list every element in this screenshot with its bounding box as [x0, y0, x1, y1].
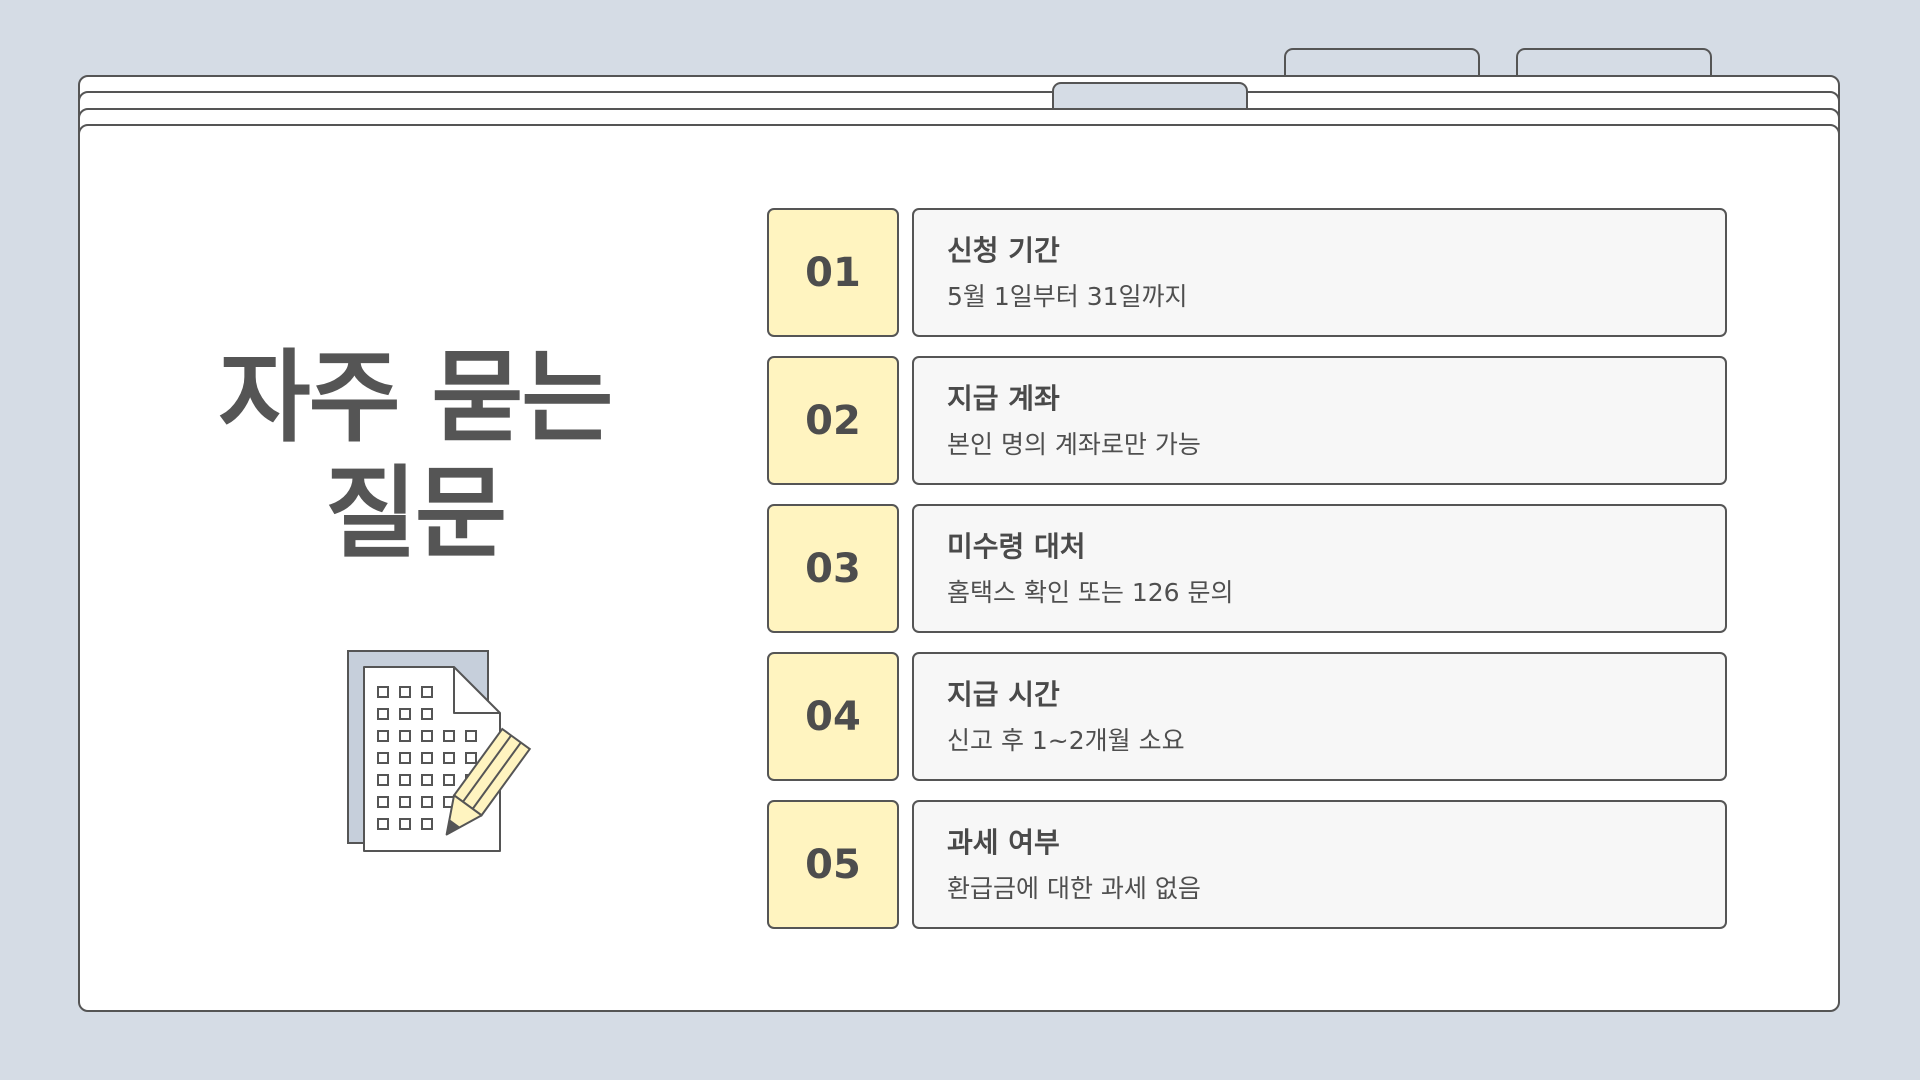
faq-question: 지급 계좌: [947, 382, 1060, 415]
faq-question: 신청 기간: [947, 234, 1060, 267]
faq-answer: 신고 후 1~2개월 소요: [947, 726, 1185, 755]
faq-card: 신청 기간 5월 1일부터 31일까지: [912, 208, 1727, 337]
faq-answer: 환급금에 대한 과세 없음: [947, 874, 1201, 903]
faq-number: 04: [767, 652, 899, 781]
faq-item: 04 지급 시간 신고 후 1~2개월 소요: [767, 652, 1727, 781]
faq-item: 02 지급 계좌 본인 명의 계좌로만 가능: [767, 356, 1727, 485]
page-title-line-2: 질문: [325, 455, 507, 572]
faq-card: 미수령 대처 홈택스 확인 또는 126 문의: [912, 504, 1727, 633]
page-title-line-1: 자주 묻는: [218, 339, 614, 456]
faq-list: 01 신청 기간 5월 1일부터 31일까지 02 지급 계좌 본인 명의 계좌…: [767, 208, 1727, 948]
faq-card: 지급 시간 신고 후 1~2개월 소요: [912, 652, 1727, 781]
faq-question: 지급 시간: [947, 678, 1060, 711]
faq-number: 02: [767, 356, 899, 485]
faq-question: 과세 여부: [947, 826, 1060, 859]
faq-item: 01 신청 기간 5월 1일부터 31일까지: [767, 208, 1727, 337]
faq-answer: 홈택스 확인 또는 126 문의: [947, 578, 1234, 607]
faq-answer: 본인 명의 계좌로만 가능: [947, 430, 1201, 459]
page-title: 자주 묻는 질문: [200, 340, 630, 572]
faq-item: 05 과세 여부 환급금에 대한 과세 없음: [767, 800, 1727, 929]
faq-number: 05: [767, 800, 899, 929]
faq-question: 미수령 대처: [947, 530, 1086, 563]
document-with-pencil-icon: [340, 645, 560, 860]
faq-card: 과세 여부 환급금에 대한 과세 없음: [912, 800, 1727, 929]
faq-answer: 5월 1일부터 31일까지: [947, 282, 1188, 311]
faq-number: 03: [767, 504, 899, 633]
faq-card: 지급 계좌 본인 명의 계좌로만 가능: [912, 356, 1727, 485]
faq-number: 01: [767, 208, 899, 337]
faq-item: 03 미수령 대처 홈택스 확인 또는 126 문의: [767, 504, 1727, 633]
